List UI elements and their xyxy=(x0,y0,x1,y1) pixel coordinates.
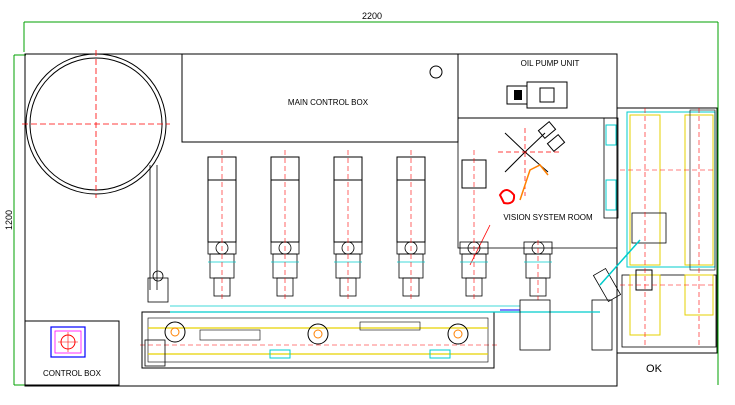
transfer-rail xyxy=(141,299,600,369)
control-box: CONTROL BOX xyxy=(24,320,120,386)
dimension-lines xyxy=(13,21,719,386)
turntable xyxy=(22,50,170,290)
oil-pump-unit: OIL PUMP UNIT xyxy=(457,54,617,119)
vision-system-room: VISION SYSTEM ROOM xyxy=(457,117,618,266)
main-control-box: MAIN CONTROL BOX xyxy=(181,53,459,143)
feeder-stations xyxy=(207,156,426,243)
ok-label: OK xyxy=(646,363,663,375)
control-box-label: CONTROL BOX xyxy=(43,369,102,378)
output-conveyor xyxy=(599,107,718,354)
width-dimension: 2200 xyxy=(362,11,382,21)
output-centerlines xyxy=(620,108,715,345)
main-control-box-label: MAIN CONTROL BOX xyxy=(288,98,369,107)
height-dimension: 1200 xyxy=(4,210,14,230)
station-centerlines xyxy=(140,150,539,346)
oil-pump-unit-label: OIL PUMP UNIT xyxy=(521,59,580,68)
vision-system-room-label: VISION SYSTEM ROOM xyxy=(503,213,593,222)
